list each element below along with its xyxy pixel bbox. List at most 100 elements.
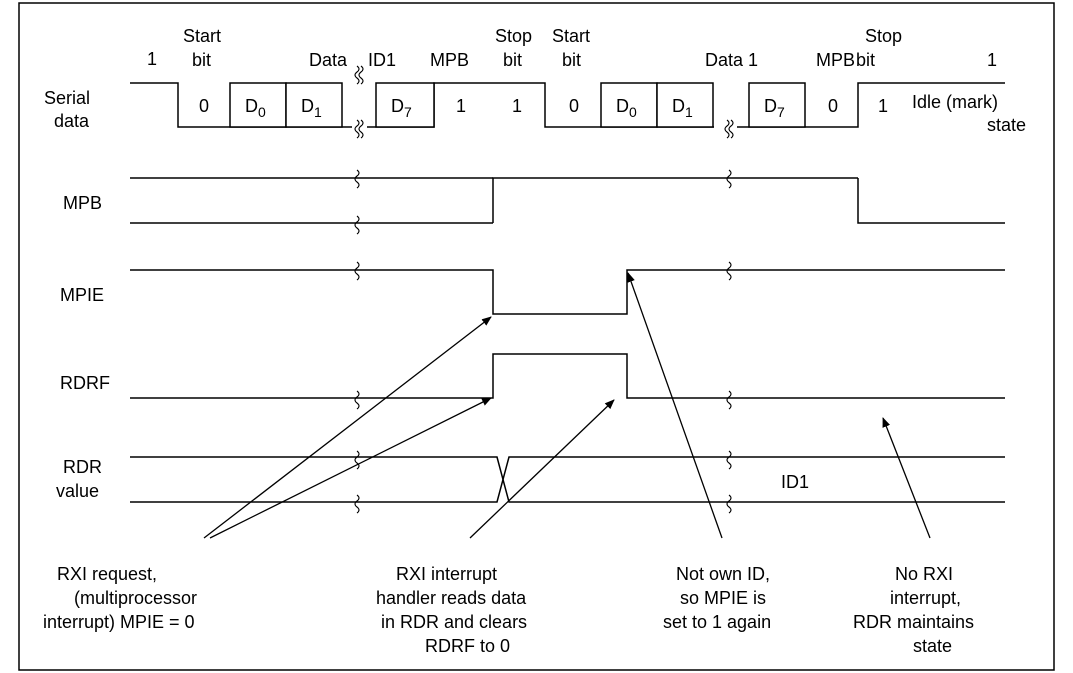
mpb-header-1: MPB xyxy=(430,50,469,70)
mpie-label: MPIE xyxy=(60,285,104,305)
arrow-rxi-request-to-mpie xyxy=(203,316,492,539)
note2-line2: handler reads data xyxy=(376,588,527,608)
bit-d0b-letter: D xyxy=(616,96,629,116)
break-mark xyxy=(354,261,360,281)
break-mark xyxy=(726,450,732,470)
break-mark xyxy=(726,390,732,410)
bit-mpb-2: 0 xyxy=(828,96,838,116)
data-id1-label-a: Data xyxy=(309,50,348,70)
bit-d1b-letter: D xyxy=(672,96,685,116)
stop-bit-2-line2: bit xyxy=(856,50,875,70)
break-mark xyxy=(354,450,360,470)
bit-d1-subscript: 1 xyxy=(314,104,322,120)
note3-line3: set to 1 again xyxy=(663,612,771,632)
serial-label-line1: Serial xyxy=(44,88,90,108)
note4-line4: state xyxy=(913,636,952,656)
mpie-line xyxy=(130,269,1005,315)
break-mark xyxy=(354,390,360,410)
rdr-value-waveform: RDR value ID1 xyxy=(56,450,1005,514)
rdr-bottom-line xyxy=(130,456,1005,503)
note-no-rxi-interrupt: No RXI interrupt, RDR maintains state xyxy=(853,564,974,656)
stop-bit-2-line1: Stop xyxy=(865,26,902,46)
bit-box-d1 xyxy=(285,82,343,128)
start-bit-1-line2: bit xyxy=(192,50,211,70)
bit-start-1: 0 xyxy=(199,96,209,116)
bit-box-d1-second xyxy=(656,82,714,128)
rdrf-waveform: RDRF xyxy=(60,353,1005,410)
bit-mpb-1: 1 xyxy=(456,96,466,116)
rdr-label-line2: value xyxy=(56,481,99,501)
idle-state-line2: state xyxy=(987,115,1026,135)
data-id1-label-b: ID1 xyxy=(368,50,396,70)
bit-d7-letter: D xyxy=(391,96,404,116)
data1-label: Data 1 xyxy=(705,50,758,70)
bit-d0-subscript: 0 xyxy=(258,104,266,120)
bit-d7b-letter: D xyxy=(764,96,777,116)
bit-d7-subscript: 7 xyxy=(404,104,412,120)
break-mark xyxy=(354,119,360,139)
break-mark xyxy=(724,119,730,139)
note4-line2: interrupt, xyxy=(890,588,961,608)
note4-line3: RDR maintains xyxy=(853,612,974,632)
bit-d0-letter: D xyxy=(245,96,258,116)
stop-bit-1-line2: bit xyxy=(503,50,522,70)
rdrf-line xyxy=(130,353,1005,399)
rdr-top-line xyxy=(130,456,1005,503)
annotation-arrows xyxy=(203,272,931,539)
bit-start-2: 0 xyxy=(569,96,579,116)
frame-border xyxy=(18,2,1055,671)
start-bit-2-line1: Start xyxy=(552,26,590,46)
bit-d1b-subscript: 1 xyxy=(685,104,693,120)
break-mark xyxy=(354,65,360,85)
note3-line2: so MPIE is xyxy=(680,588,766,608)
arrow-rxi-request-to-rdrf xyxy=(209,397,492,539)
arrow-no-rxi-to-state xyxy=(882,417,931,539)
serial-label-line2: data xyxy=(54,111,90,131)
stop-bit-1-line1: Stop xyxy=(495,26,532,46)
bit-stop-1: 1 xyxy=(512,96,522,116)
note-rxi-request: RXI request, (multiprocessor interrupt) … xyxy=(43,564,197,632)
bit-box-d7 xyxy=(375,82,435,128)
mpb-label: MPB xyxy=(63,193,102,213)
note2-line4: RDRF to 0 xyxy=(425,636,510,656)
idle-left-label: 1 xyxy=(147,49,157,69)
note-not-own-id: Not own ID, so MPIE is set to 1 again xyxy=(663,564,771,632)
rdr-label-line1: RDR xyxy=(63,457,102,477)
break-mark xyxy=(354,169,360,189)
idle-state-line1: Idle (mark) xyxy=(912,92,998,112)
bit-box-d0 xyxy=(229,82,287,128)
start-bit-2-line2: bit xyxy=(562,50,581,70)
bit-box-d0-second xyxy=(600,82,658,128)
note4-line1: No RXI xyxy=(895,564,953,584)
note1-line3: interrupt) MPIE = 0 xyxy=(43,612,195,632)
serial-data-waveform: Serial data 1 Start bit Data ID1 MPB Sto… xyxy=(44,26,1026,139)
start-bit-1-line1: Start xyxy=(183,26,221,46)
bit-d0b-subscript: 0 xyxy=(629,104,637,120)
mpb-transition-down xyxy=(857,178,1005,224)
mpb-transition-up xyxy=(492,177,858,223)
bit-d7b-subscript: 7 xyxy=(777,104,785,120)
mpb-header-2: MPB xyxy=(816,50,855,70)
rdrf-label: RDRF xyxy=(60,373,110,393)
break-mark xyxy=(354,494,360,514)
break-mark xyxy=(726,494,732,514)
mpie-waveform: MPIE xyxy=(60,261,1005,315)
bit-d1-letter: D xyxy=(301,96,314,116)
break-mark xyxy=(358,65,364,85)
rdr-id1-value: ID1 xyxy=(781,472,809,492)
arrow-not-own-id-to-mpie xyxy=(627,272,723,539)
bit-box-d7-second xyxy=(748,82,806,128)
break-mark xyxy=(726,169,732,189)
break-mark xyxy=(728,119,734,139)
note2-line3: in RDR and clears xyxy=(381,612,527,632)
break-mark xyxy=(726,261,732,281)
break-mark xyxy=(358,119,364,139)
note1-line2: (multiprocessor xyxy=(74,588,197,608)
arrow-handler-to-rdrf-clear xyxy=(469,399,615,539)
note3-line1: Not own ID, xyxy=(676,564,770,584)
mpb-waveform: MPB xyxy=(63,169,1005,235)
break-mark xyxy=(354,215,360,235)
idle-right-label: 1 xyxy=(987,50,997,70)
